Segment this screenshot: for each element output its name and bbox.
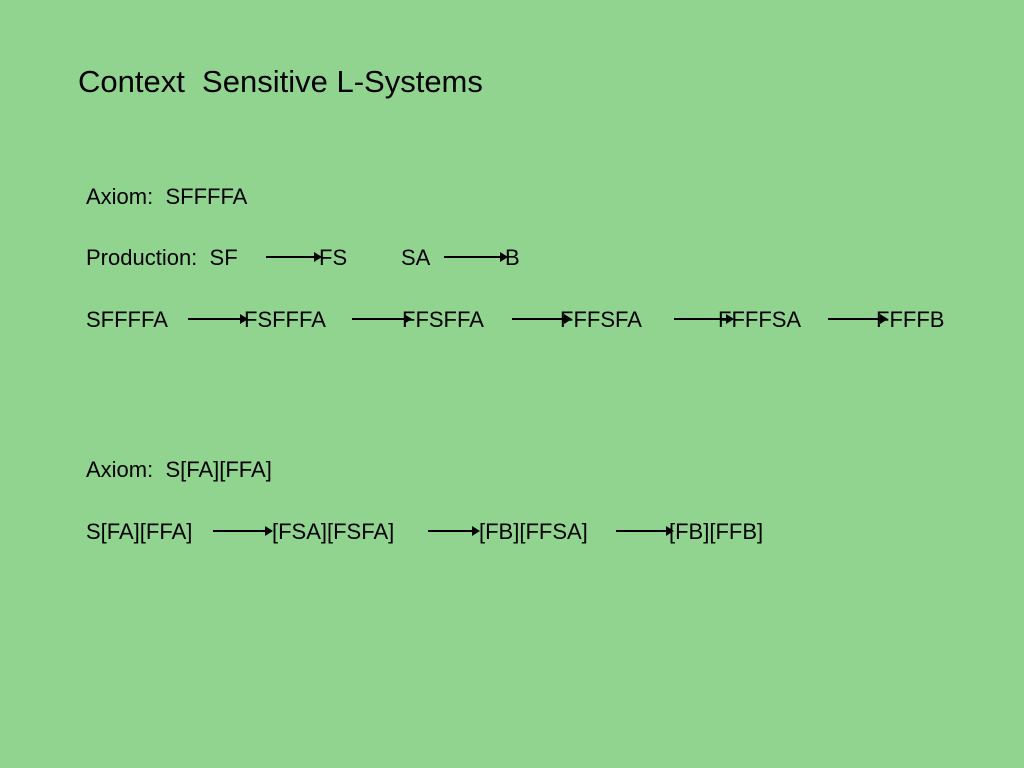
derivation-step: [FSA][FSFA] [272,519,395,544]
arrow-icon [616,526,674,536]
production-rule2-rhs: B [505,245,520,270]
axiom-2: Axiom: S[FA][FFA] [86,457,272,482]
arrow-icon [213,526,273,536]
arrow-icon [512,314,572,324]
derivation-step: [FB][FFSA] [479,519,588,544]
derivation-step: FFSFFA [402,307,484,332]
derivation-step: FFFFB [876,307,945,332]
derivation-step: FFFSFA [560,307,642,332]
derivation-2: S[FA][FFA] [FSA][FSFA] [FB][FFSA] [FB][F… [86,519,806,545]
derivation-step: SFFFFA [86,307,168,332]
production-rules: Production: SF FS SA B [86,245,986,271]
derivation-step: [FB][FFB] [669,519,764,544]
arrow-icon [444,252,508,262]
production-rule2-lhs: SA [401,245,431,270]
derivation-step: FSFFFA [244,307,326,332]
arrow-icon [266,252,322,262]
axiom-1: Axiom: SFFFFA [86,184,248,209]
derivation-step: S[FA][FFA] [86,519,193,544]
derivation-1: SFFFFA FSFFFA FFSFFA FFFSFA FFFFSA FFFFB [86,307,1006,333]
production-rule1-rhs: FS [319,245,348,270]
derivation-step: FFFFSA [718,307,802,332]
slide-title: Context Sensitive L-Systems [78,64,483,99]
arrow-icon [352,314,412,324]
production-label: Production: SF [86,245,238,270]
arrow-icon [428,526,480,536]
arrow-icon [188,314,248,324]
arrow-icon [674,314,734,324]
arrow-icon [828,314,888,324]
